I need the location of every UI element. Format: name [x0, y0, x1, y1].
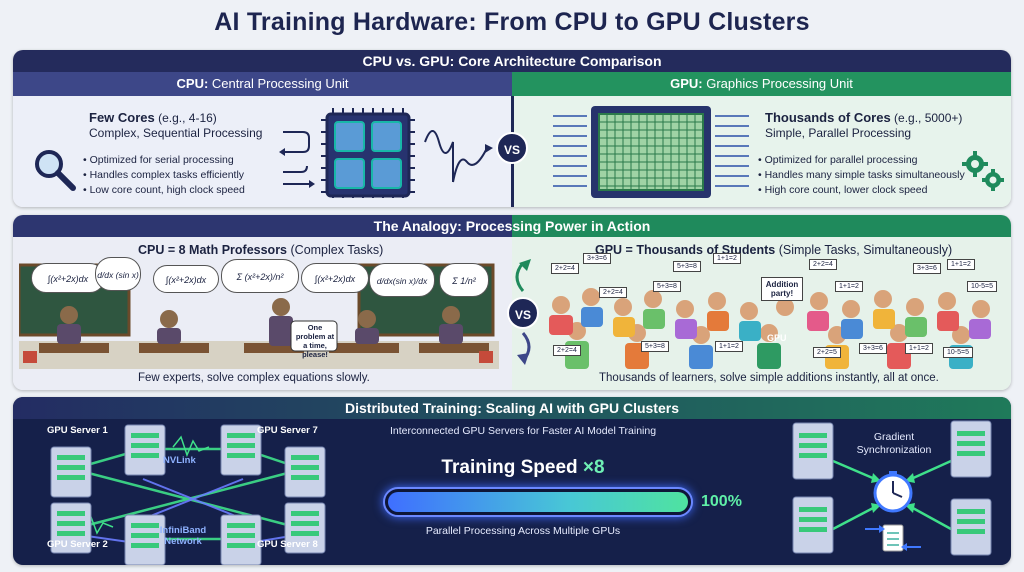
student-sign: 3+3=6 [913, 263, 941, 274]
gpu-header: GPU: Graphics Processing Unit [512, 72, 1011, 96]
server-label: GPU Server 1 [47, 425, 108, 436]
analogy-vs-badge: VS [507, 297, 539, 329]
training-speed: Training Speed ×8 [441, 457, 605, 478]
gears-icon [962, 151, 1004, 191]
nvlink-label: NVLink [163, 455, 196, 466]
student-sign: 1+1=2 [713, 253, 741, 264]
cpu-analogy-caption: Few experts, solve complex equations slo… [138, 372, 370, 384]
math-bubble: ∫(x²+2x)dx [153, 265, 219, 293]
math-bubble: d/dx (sin x) [95, 257, 141, 291]
gpu-bullet: Handles many simple tasks simultaneously [758, 168, 965, 183]
cpu-chip-icon [279, 108, 493, 198]
server-label: GPU Server 7 [257, 425, 318, 436]
cpu-subline: Complex, Sequential Processing [89, 126, 263, 140]
gpu-cluster-network-diagram [50, 424, 326, 565]
vs-badge: VS [496, 132, 528, 164]
gpu-bullets: Optimized for parallel processing Handle… [758, 153, 965, 198]
page-title: AI Training Hardware: From CPU to GPU Cl… [214, 8, 810, 36]
student-sign: 5+3=8 [673, 261, 701, 272]
gpu-analogy-caption: Thousands of learners, solve simple addi… [599, 372, 939, 384]
magnifier-icon [35, 150, 76, 191]
analogy-panel: The Analogy: Processing Power in Action … [13, 215, 1011, 390]
student-sign: 10-5=5 [943, 347, 973, 358]
student-sign: 2+2=4 [809, 259, 837, 270]
gpu-headline: Thousands of Cores (e.g., 5000+) [765, 110, 963, 125]
math-bubble: d/dx(sin x)/dx [369, 263, 435, 297]
gpu-analogy-heading: GPU = Thousands of Students (Simple Task… [595, 243, 953, 257]
cpu-bullet: Optimized for serial processing [83, 153, 245, 168]
cpu-bullet: Handles complex tasks efficiently [83, 168, 245, 183]
student-sign: 3+3=6 [859, 343, 887, 354]
math-bubble: Σ (x²+2x)/n² [221, 259, 299, 293]
gpu-bullet: Optimized for parallel processing [758, 153, 965, 168]
infiniband-label: InfiniBand Network [159, 525, 207, 547]
cpu-analogy-heading: CPU = 8 Math Professors (Complex Tasks) [138, 243, 384, 257]
student-sign: 5+3=8 [641, 341, 669, 352]
student-sign: 1+1=2 [835, 281, 863, 292]
student-sign: 5+3=8 [653, 281, 681, 292]
gpu-subline: Simple, Parallel Processing [765, 126, 912, 140]
cluster-subtitle: Interconnected GPU Servers for Faster AI… [389, 425, 657, 437]
training-progress-bar [383, 487, 693, 517]
cpu-header: CPU: Central Processing Unit [13, 72, 512, 96]
cpu-bullets: Optimized for serial processing Handles … [83, 153, 245, 198]
student-sign: 2+2=4 [553, 345, 581, 356]
student-sign: 10-5=5 [967, 281, 997, 292]
gpu-chip-icon [553, 106, 749, 198]
student-sign: 1+1=2 [715, 341, 743, 352]
student-sign: 2+2=4 [599, 287, 627, 298]
server-label: GPU Server 2 [47, 539, 108, 550]
exchange-arrows-icon [515, 259, 531, 365]
gradient-sync-diagram [792, 420, 992, 556]
student-sign: 1+1=2 [905, 343, 933, 354]
student-sign: 1+1=2 [947, 259, 975, 270]
student-sign: 3+3=6 [583, 253, 611, 264]
architecture-panel: CPU vs. GPU: Core Architecture Compariso… [13, 50, 1011, 207]
server-label: GPU Server 8 [257, 539, 318, 550]
training-progress-fill [388, 492, 688, 512]
architecture-title: CPU vs. GPU: Core Architecture Compariso… [13, 50, 1011, 72]
math-bubble: ∫(x²+2x)dx [31, 263, 105, 293]
cpu-headline: Few Cores (e.g., 4-16) [89, 110, 217, 125]
student-sign: Addition party! [761, 277, 803, 301]
training-progress-percent: 100% [701, 493, 742, 510]
analogy-title: The Analogy: Processing Power in Action [13, 215, 1011, 237]
student-sign: 2+2=4 [551, 263, 579, 274]
gradient-sync-label: Gradient Synchronization [856, 431, 932, 456]
math-bubble: ∫(x²+2x)dx [301, 263, 369, 293]
distributed-title: Distributed Training: Scaling AI with GP… [13, 397, 1011, 419]
gpu-shirt-label: GPU [767, 333, 787, 343]
professor-speech: One problem at a time, please! [295, 323, 335, 359]
student-sign: 2+2=5 [813, 347, 841, 358]
gpu-bullet: High core count, lower clock speed [758, 183, 965, 198]
parallel-processing-label: Parallel Processing Across Multiple GPUs [425, 525, 621, 537]
distributed-panel: Distributed Training: Scaling AI with GP… [13, 397, 1011, 565]
cpu-bullet: Low core count, high clock speed [83, 183, 245, 198]
math-bubble: Σ 1/n² [439, 263, 489, 297]
